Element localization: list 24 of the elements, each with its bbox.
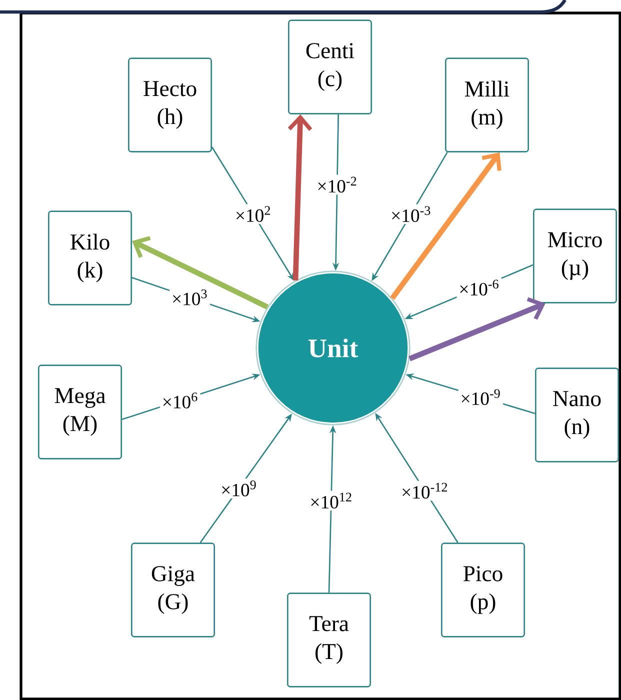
edge-label: ×10$^{12}$: [308, 490, 355, 511]
prefix-box: Centi (c): [288, 20, 372, 114]
prefix-box: Milli (m): [445, 58, 529, 152]
edge-label: ×10$^{2}$: [232, 204, 274, 224]
prefix-box: Micro (µ): [533, 208, 617, 304]
edge-label: ×10$^{-6}$: [456, 278, 502, 298]
prefix-box: Nano (n): [535, 368, 619, 462]
edge-label: ×10$^{-3}$: [388, 204, 434, 224]
color-arrow: [408, 297, 546, 362]
edge-label: ×10$^{-9}$: [458, 387, 504, 408]
edge-label: ×10$^{3}$: [170, 287, 210, 308]
prefix-box: Kilo (k): [48, 210, 132, 306]
edge-label: ×10$^{9}$: [218, 478, 260, 498]
edge-label: ×10$^{-2}$: [314, 174, 360, 195]
color-arrow: [288, 114, 312, 280]
color-arrow: [390, 152, 502, 300]
prefix-box: Mega (M): [38, 364, 122, 460]
prefix-box: Giga (G): [131, 542, 215, 638]
prefix-box: Hecto (h): [128, 58, 212, 152]
color-arrow: [132, 236, 269, 310]
prefix-box: Pico (p): [441, 542, 525, 638]
prefix-box: Tera (T): [287, 592, 371, 688]
edge-label: ×10$^{-12}$: [399, 480, 450, 501]
edge-label: ×10$^{6}$: [160, 390, 200, 410]
